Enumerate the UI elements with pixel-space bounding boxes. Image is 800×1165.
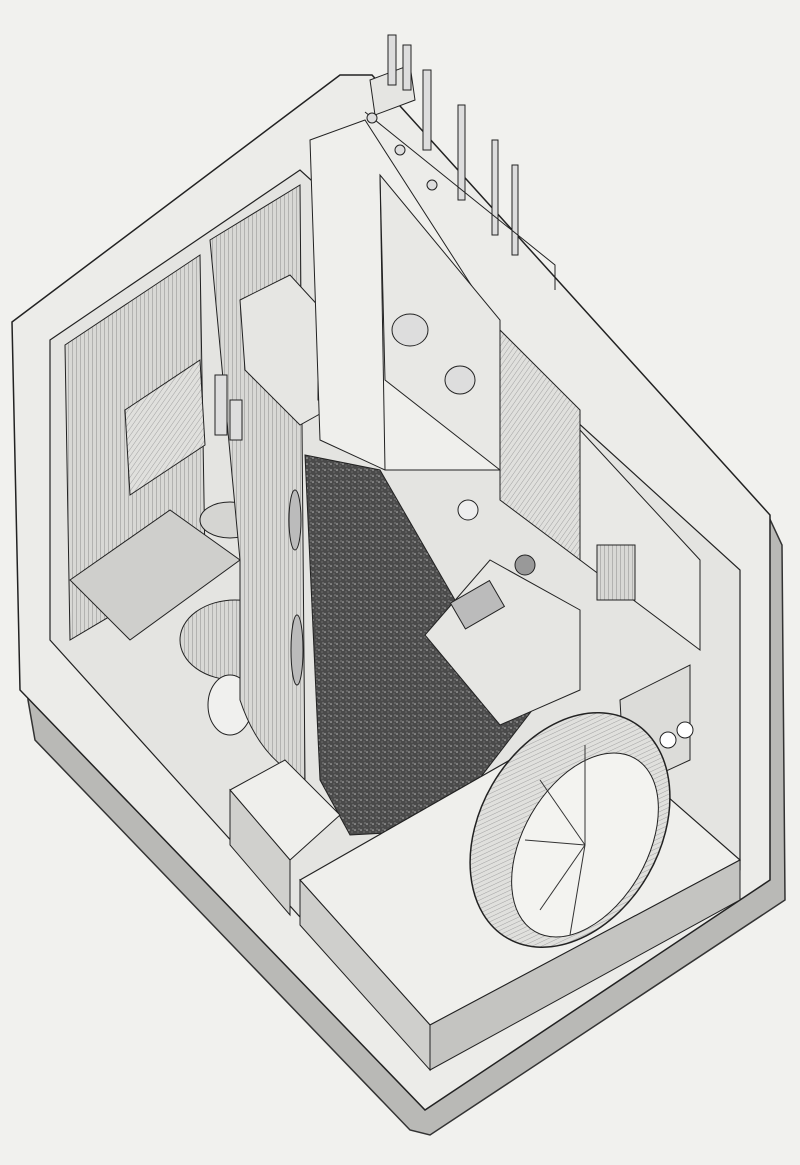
pipe (402, 44, 412, 91)
bottle (214, 374, 228, 436)
utility-pipes (364, 34, 556, 290)
reel (659, 731, 677, 749)
mirror (124, 359, 206, 496)
porthole (288, 489, 302, 551)
shelf-unit (579, 428, 701, 651)
pipe (422, 69, 432, 151)
bolt (366, 112, 378, 124)
pipe (491, 139, 499, 236)
pipe (387, 34, 397, 86)
reel (676, 721, 694, 739)
porthole (290, 614, 304, 686)
lamp (391, 313, 429, 347)
globe-lamp (457, 499, 479, 521)
globe-lamp (514, 554, 536, 576)
typewriter (449, 579, 506, 630)
bolt (394, 144, 406, 156)
round-window (469, 712, 671, 948)
tv-screen (596, 544, 636, 601)
bottle (229, 399, 243, 441)
lamp (444, 365, 476, 395)
pipe (457, 104, 466, 201)
carpet-floor (304, 454, 541, 836)
interior (49, 119, 742, 1072)
pipe (511, 164, 519, 256)
bolt (426, 179, 438, 191)
